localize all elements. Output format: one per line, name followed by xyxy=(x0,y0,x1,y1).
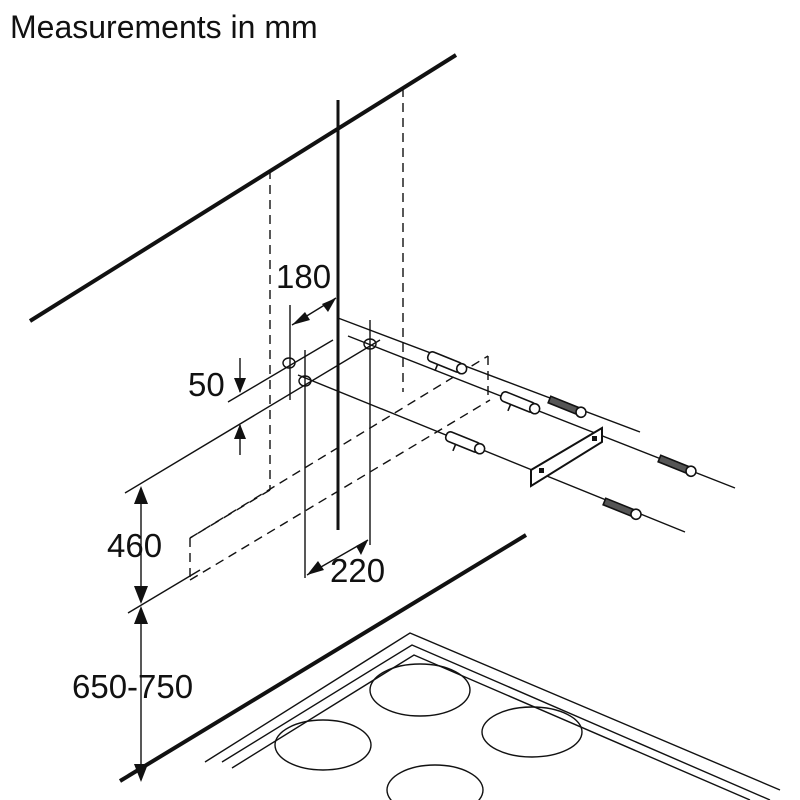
mounting-bracket xyxy=(530,426,603,488)
wall-plug-icons xyxy=(426,351,541,455)
countertop-edge xyxy=(118,533,528,783)
burner-icon xyxy=(369,663,471,717)
dim-180-label: 180 xyxy=(276,258,331,295)
hood-outline-dashed xyxy=(189,88,491,581)
burner-icon xyxy=(274,719,372,771)
cooktop xyxy=(204,632,781,800)
burner-icon xyxy=(481,706,583,758)
diagram-title: Measurements in mm xyxy=(10,9,318,45)
ceiling-wall-edge xyxy=(28,53,458,323)
drill-holes xyxy=(282,338,377,387)
burner-icon xyxy=(386,764,484,800)
dim-460-label: 460 xyxy=(107,527,162,564)
dim-220-label: 220 xyxy=(330,552,385,589)
dim-50-label: 50 xyxy=(188,366,225,403)
screw-icons xyxy=(547,395,697,521)
dim-650-750-label: 650-750 xyxy=(72,668,193,705)
mounting-lines xyxy=(124,305,736,578)
dimension-arrows xyxy=(127,297,369,782)
